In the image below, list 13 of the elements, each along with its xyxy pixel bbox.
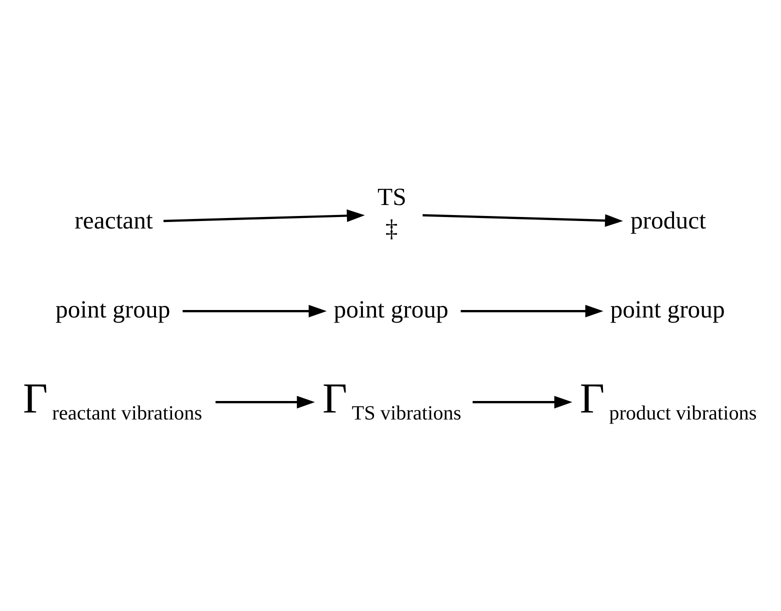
node-text: point group — [610, 296, 725, 324]
node-text: TS — [378, 184, 406, 212]
node-text: point group — [334, 296, 448, 324]
node-text: point group — [56, 296, 170, 324]
node-label: ‡ — [385, 215, 398, 242]
node-text: reactant — [74, 208, 153, 235]
node-text: product — [630, 208, 706, 235]
arrow — [460, 304, 604, 318]
arrow — [422, 214, 624, 227]
arrow — [163, 209, 365, 222]
arrow — [472, 396, 572, 408]
arrow — [182, 304, 327, 318]
arrow — [216, 396, 315, 408]
